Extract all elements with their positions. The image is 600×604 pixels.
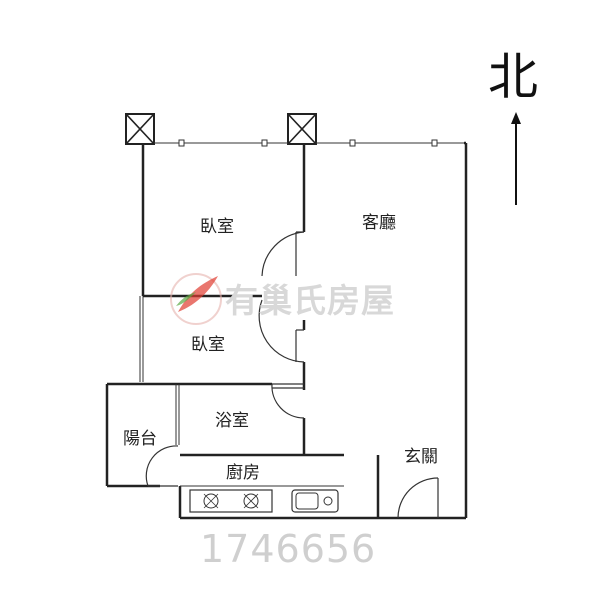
walls — [105, 143, 468, 520]
watermark-brand: 有巢氏房屋 — [225, 281, 395, 320]
doors — [145, 231, 439, 519]
brand-logo-icon — [170, 273, 222, 325]
north-arrowhead — [511, 112, 521, 124]
room-label-living-room: 客廳 — [362, 213, 396, 233]
room-label-kitchen: 廚房 — [226, 462, 260, 483]
room-label-entrance: 玄關 — [404, 447, 438, 467]
kitchen-counter — [180, 485, 344, 513]
stove-icon — [189, 489, 273, 513]
room-label-bedroom-1: 臥室 — [200, 217, 234, 237]
room-labels: 臥室 客廳 臥室 陽台 浴室 廚房 玄關 — [123, 213, 438, 483]
north-indicator: 北 — [488, 48, 538, 205]
door-entrance — [397, 477, 439, 519]
door-bathroom — [271, 383, 305, 419]
vent-shaft-left — [125, 113, 155, 145]
door-bedroom-2 — [258, 299, 305, 363]
sink-icon — [291, 489, 339, 513]
room-label-bedroom-2: 臥室 — [191, 335, 225, 355]
room-label-balcony: 陽台 — [123, 429, 157, 449]
vent-shaft-right — [287, 113, 317, 145]
door-balcony — [145, 445, 179, 487]
north-label: 北 — [488, 48, 538, 106]
watermark: 有巢氏房屋 1746656 — [170, 273, 395, 571]
door-bedroom-1 — [261, 231, 305, 277]
room-label-bathroom: 浴室 — [215, 411, 249, 431]
listing-id: 1746656 — [200, 527, 376, 571]
